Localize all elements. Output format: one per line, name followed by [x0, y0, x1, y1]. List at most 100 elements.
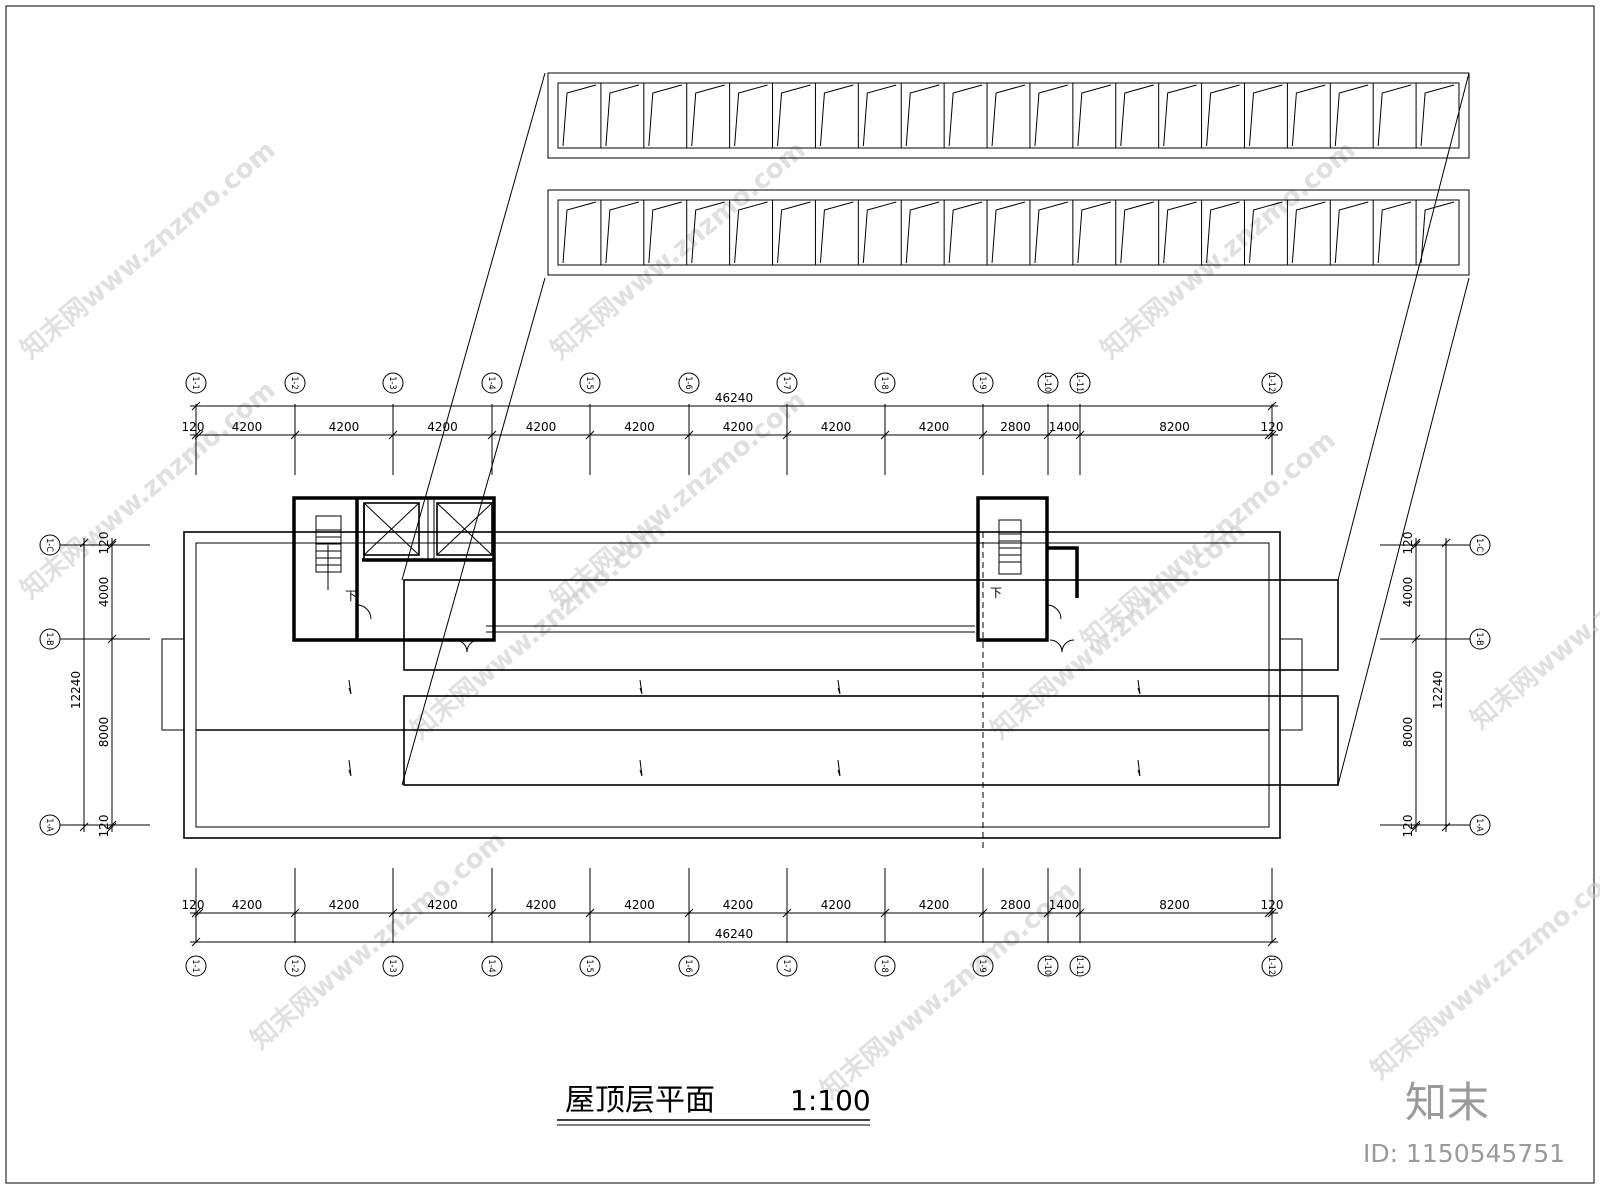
dimension-label: 120 [1261, 898, 1284, 912]
drawing-scale: 1:100 [790, 1084, 871, 1117]
skylight-pane-mark [562, 84, 597, 147]
skylight-pane-mark [562, 201, 597, 264]
skylight-strips [403, 579, 1339, 786]
svg-text:1-C: 1-C [44, 538, 54, 552]
drainage-slope-marks [348, 679, 1141, 777]
dimension-label: 4200 [821, 420, 852, 434]
watermark-text: 知末网www.znzmo.com [985, 515, 1251, 745]
svg-text:1-B: 1-B [1474, 632, 1484, 645]
vertical-dimension-label: 4000 [97, 577, 111, 608]
axis-bubble: 1-8 [874, 372, 896, 394]
vertical-dimension-label: 120 [97, 815, 111, 838]
skylight-pane-mark [1248, 84, 1283, 147]
axis-bubble: 1-5 [579, 955, 601, 977]
skylight-pane-mark [1420, 201, 1455, 264]
brand-logo: 知末 [1405, 1078, 1489, 1127]
skylight-pane-mark [1034, 84, 1068, 147]
skylight-pane-mark [605, 84, 639, 147]
svg-text:1-5: 1-5 [584, 959, 594, 972]
svg-text:1-10: 1-10 [1042, 957, 1052, 975]
dimension-label: 1400 [1049, 420, 1080, 434]
svg-text:1-1: 1-1 [190, 376, 200, 389]
axis-bubble: 1-B [39, 628, 61, 650]
right-stair-down-label: 下 [990, 586, 1002, 600]
dimension-label: 8200 [1159, 898, 1190, 912]
svg-text:1-6: 1-6 [683, 959, 693, 972]
skylight-pane-mark [948, 201, 983, 264]
watermark-text: 知末网www.znzmo.com [245, 825, 511, 1055]
skylight-pane-mark [1077, 201, 1111, 264]
svg-text:1-12: 1-12 [1266, 374, 1276, 392]
axis-bubble: 1-11 [1069, 955, 1091, 977]
dimension-total-label: 46240 [715, 391, 753, 405]
axis-bubble: 1-6 [678, 955, 700, 977]
skylight-pane-mark [1163, 84, 1197, 147]
dimension-label: 4200 [232, 420, 263, 434]
axis-bubble: 1-1 [185, 955, 207, 977]
skylight-pane-mark [1034, 201, 1068, 264]
axis-bubble: 1-4 [481, 372, 503, 394]
skylight-pane-mark [1077, 84, 1111, 147]
skylight-pane-mark [1120, 84, 1154, 147]
drawing-title: 屋顶层平面 [565, 1083, 715, 1118]
dimension-label: 4200 [427, 898, 458, 912]
dimension-label: 4200 [624, 898, 655, 912]
skylight-panel-frame [547, 189, 1470, 276]
skylight-pane-mark [1291, 201, 1326, 264]
vertical-dimension-total-label: 12240 [1431, 671, 1445, 709]
sheet-border [5, 5, 1595, 1184]
skylight-pane-mark [862, 84, 897, 147]
dimension-label: 120 [182, 898, 205, 912]
svg-text:1-11: 1-11 [1074, 374, 1084, 392]
svg-text:1-4: 1-4 [486, 959, 496, 972]
watermark-text: 知末网www.znzmo.com [1365, 855, 1600, 1085]
vertical-dimension-label: 120 [1401, 815, 1415, 838]
axis-bubble: 1-A [39, 814, 61, 836]
skylight-pane-mark [1163, 201, 1197, 264]
watermark-text: 知末网www.znzmo.com [15, 135, 281, 365]
axis-bubble: 1-8 [874, 955, 896, 977]
svg-text:1-3: 1-3 [387, 959, 397, 972]
skylight-panel-frame [547, 72, 1470, 159]
svg-text:1-A: 1-A [1474, 818, 1484, 832]
svg-text:1-8: 1-8 [879, 959, 889, 972]
axis-bubble: 1-1 [185, 372, 207, 394]
skylight-pane-mark [991, 201, 1026, 264]
axis-bubble: 1-2 [284, 955, 306, 977]
dimension-label: 1400 [1049, 898, 1080, 912]
axis-bubbles: 1-11-11-21-21-31-31-41-41-51-51-61-61-71… [39, 372, 1491, 977]
axis-bubble: 1-C [1469, 534, 1491, 556]
watermark-text: 知末网www.znzmo.com [15, 375, 281, 605]
dimension-label: 4200 [329, 420, 360, 434]
axis-bubble: 1-6 [678, 372, 700, 394]
dimension-label: 120 [1261, 420, 1284, 434]
skylight-pane-mark [1377, 201, 1412, 264]
svg-text:1-6: 1-6 [683, 376, 693, 389]
svg-text:1-B: 1-B [44, 632, 54, 645]
axis-bubble: 1-10 [1037, 372, 1059, 394]
dimension-label: 4200 [624, 420, 655, 434]
dimension-label: 4200 [526, 420, 557, 434]
dimension-label: 4200 [723, 420, 754, 434]
vertical-dimension-label: 120 [1401, 532, 1415, 555]
axis-bubble: 1-5 [579, 372, 601, 394]
dimension-label: 4200 [919, 898, 950, 912]
axis-bubble: 1-A [1469, 814, 1491, 836]
skylight-pane-mark [905, 84, 940, 147]
svg-text:1-11: 1-11 [1074, 957, 1084, 975]
left-stair-elevator-core: 下 [292, 496, 496, 653]
skylight-detail-panels [547, 72, 1470, 276]
skylight-pane-mark [648, 201, 682, 264]
skylight-pane-mark [648, 84, 682, 147]
svg-text:1-1: 1-1 [190, 959, 200, 972]
axis-bubble: 1-3 [382, 372, 404, 394]
axis-bubble: 1-7 [776, 955, 798, 977]
skylight-pane-mark [991, 84, 1026, 147]
svg-text:1-4: 1-4 [486, 376, 496, 389]
right-stair-core: 下 [976, 496, 1079, 653]
vertical-dimension-label: 4000 [1401, 577, 1415, 608]
dimension-label: 4200 [821, 898, 852, 912]
